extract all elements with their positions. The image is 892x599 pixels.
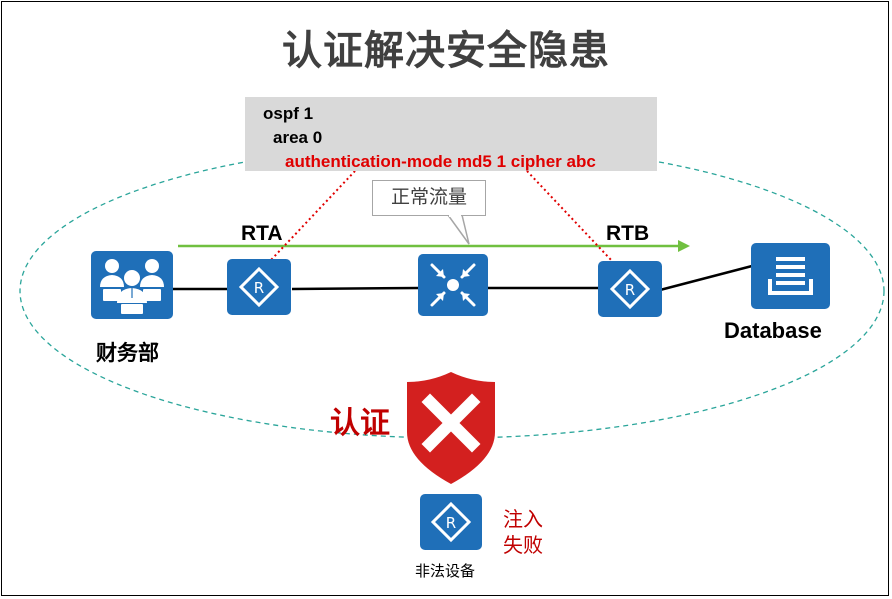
svg-text:R: R	[625, 281, 635, 299]
illegal-device-label: 非法设备	[415, 562, 476, 580]
auth-label: 认证	[330, 406, 390, 441]
traffic-flow-arrowhead	[678, 240, 690, 252]
illegal-device-router-icon: R	[420, 494, 482, 550]
database-label: Database	[724, 318, 822, 343]
link-rta-switch	[291, 286, 421, 291]
config-line-ospf: ospf 1	[263, 104, 314, 123]
normal-traffic-callout: 正常流量	[372, 180, 486, 216]
inject-fail-label: 注入 失败	[503, 507, 543, 557]
rtb-label: RTB	[606, 222, 650, 245]
rtb-router-icon: R	[598, 261, 662, 317]
core-switch-icon	[418, 254, 488, 316]
config-pointer-rta	[270, 170, 356, 261]
ospf-config-box: ospf 1 area 0 authentication-mode md5 1 …	[245, 97, 657, 171]
config-pointer-rtb	[526, 170, 614, 263]
finance-label: 财务部	[96, 341, 159, 365]
config-line-area: area 0	[273, 128, 323, 147]
finance-users-icon	[91, 251, 173, 319]
link-rtb-database	[659, 264, 753, 292]
slide-title: 认证解决安全隐患	[282, 28, 610, 74]
network-boundary-ellipse	[19, 143, 885, 439]
config-line-auth: authentication-mode md5 1 cipher abc	[285, 152, 596, 171]
rta-label: RTA	[241, 222, 283, 245]
svg-text:R: R	[446, 514, 456, 532]
database-icon	[751, 243, 830, 309]
rta-router-icon: R	[227, 259, 291, 315]
svg-text:R: R	[254, 279, 264, 297]
